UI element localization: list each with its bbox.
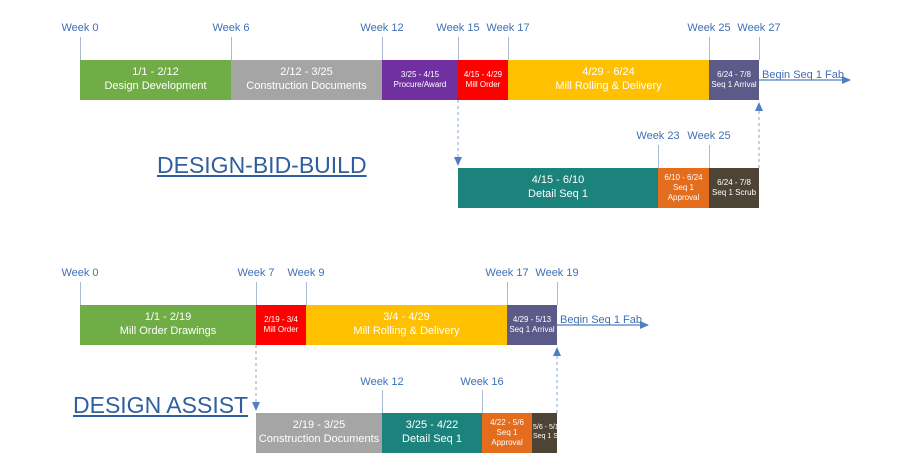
bar-mill-order-drawings: 1/1 - 2/19 Mill Order Drawings: [80, 305, 256, 345]
dbb-title: DESIGN-BID-BUILD: [157, 152, 367, 178]
bar-label: Design Development: [104, 80, 207, 92]
bar-label: Procure/Award: [393, 80, 447, 89]
bar-label: Mill Order: [465, 80, 501, 89]
bar-label: Seq 1 Arrival: [509, 325, 555, 334]
bar-seq1-approval: 6/10 - 6/24 Seq 1 Approval: [658, 168, 709, 208]
week-tick: [508, 37, 509, 60]
bar-label: Seq 1: [673, 183, 694, 192]
bar-dates: 3/25 - 4/15: [400, 70, 440, 79]
begin-fab-label: Begin Seq 1 Fab: [762, 69, 844, 81]
da-lower-week-label: Week 16: [460, 376, 504, 388]
bar-dates: 6/24 - 7/8: [717, 70, 751, 79]
bar-dates: 2/19 - 3/25: [292, 419, 346, 432]
week-tick: [557, 282, 558, 305]
bar-dates: 3/25 - 4/22: [405, 419, 459, 432]
da-week-label: Week 7: [237, 267, 275, 279]
bar-dates: 4/15 - 4/29: [463, 70, 503, 79]
bar-seq1-scrub: 6/24 - 7/8 Seq 1 Scrub: [709, 168, 759, 208]
bar-dates: 3/4 - 4/29: [383, 311, 430, 324]
bar-seq1-scrub: 5/6 - 5/13 Seq 1 Scrub: [532, 413, 557, 453]
bar-label: Mill Rolling & Delivery: [555, 80, 662, 92]
week-tick: [482, 390, 483, 413]
da-week-label: Week 19: [535, 267, 579, 279]
dbb-week-label: Week 6: [212, 22, 250, 34]
dbb-week-label: Week 12: [360, 22, 404, 34]
week-tick: [256, 282, 257, 305]
bar-design-development: 1/1 - 2/12 Design Development: [80, 60, 231, 100]
da-title: DESIGN ASSIST: [73, 392, 249, 418]
dbb-lower-week-label: Week 25: [687, 130, 731, 142]
dbb-week-label: Week 15: [436, 22, 480, 34]
bar-dates: 6/24 - 7/8: [717, 178, 751, 187]
week-tick: [458, 37, 459, 60]
bar-seq1-approval: 4/22 - 5/6 Seq 1 Approval: [482, 413, 532, 453]
bar-dates: 2/19 - 3/4: [264, 315, 298, 324]
week-tick: [382, 37, 383, 60]
week-tick: [306, 282, 307, 305]
bar-dates: 6/10 - 6/24: [664, 173, 703, 182]
da-lower-week-label: Week 12: [360, 376, 404, 388]
bar-label-line2: Approval: [667, 193, 700, 202]
week-tick: [382, 390, 383, 413]
week-tick: [80, 37, 81, 60]
bar-label: Seq 1 Scrub: [711, 188, 757, 197]
bar-label: Seq 1: [496, 428, 518, 437]
bar-label: Construction Documents: [258, 433, 380, 445]
bar-seq1-arrival: 6/24 - 7/8 Seq 1 Arrival: [709, 60, 759, 100]
dbb-week-label: Week 17: [486, 22, 530, 34]
bar-dates: 4/29 - 6/24: [582, 66, 635, 79]
da-week-label: Week 17: [485, 267, 529, 279]
bar-label: Seq 1 Scrub: [533, 433, 557, 440]
week-tick: [231, 37, 232, 60]
bar-label: Seq 1 Arrival: [711, 80, 757, 89]
bar-dates: 4/22 - 5/6: [490, 418, 524, 427]
bar-mill-rolling-delivery: 4/29 - 6/24 Mill Rolling & Delivery: [508, 60, 709, 100]
bar-dates: 4/15 - 6/10: [531, 174, 585, 187]
bar-seq1-arrival: 4/29 - 5/13 Seq 1 Arrival: [507, 305, 557, 345]
dbb-week-label: Week 0: [61, 22, 99, 34]
da-week-label: Week 9: [287, 267, 325, 279]
dbb-lower-week-label: Week 23: [636, 130, 680, 142]
bar-mill-order: 2/19 - 3/4 Mill Order: [256, 305, 306, 345]
bar-detail-seq1: 3/25 - 4/22 Detail Seq 1: [382, 413, 482, 453]
week-tick: [709, 37, 710, 60]
bar-label: Construction Documents: [246, 80, 367, 92]
bar-construction-documents: 2/12 - 3/25 Construction Documents: [231, 60, 382, 100]
week-tick: [759, 37, 760, 60]
week-tick: [80, 282, 81, 305]
bar-dates: 5/6 - 5/13: [533, 424, 557, 432]
bar-dates: 1/1 - 2/12: [132, 66, 179, 79]
bar-dates: 1/1 - 2/19: [144, 311, 192, 324]
bar-mill-order: 4/15 - 4/29 Mill Order: [458, 60, 508, 100]
week-tick: [507, 282, 508, 305]
bar-procure-award: 3/25 - 4/15 Procure/Award: [382, 60, 458, 100]
bar-construction-documents: 2/19 - 3/25 Construction Documents: [256, 413, 382, 453]
da-week-label: Week 0: [61, 267, 99, 279]
bar-label-line2: Approval: [491, 438, 523, 447]
bar-label: Detail Seq 1: [402, 433, 462, 445]
bar-detail-seq1: 4/15 - 6/10 Detail Seq 1: [458, 168, 658, 208]
bar-mill-rolling-delivery: 3/4 - 4/29 Mill Rolling & Delivery: [306, 305, 507, 345]
dbb-week-label: Week 25: [687, 22, 731, 34]
week-tick: [709, 145, 710, 168]
bar-label: Mill Order: [263, 325, 299, 334]
bar-dates: 2/12 - 3/25: [280, 66, 333, 79]
dbb-week-label: Week 27: [737, 22, 781, 34]
bar-label: Mill Rolling & Delivery: [353, 325, 460, 337]
bar-dates: 4/29 - 5/13: [512, 315, 552, 324]
begin-fab-label: Begin Seq 1 Fab: [560, 314, 642, 326]
bar-label: Mill Order Drawings: [119, 325, 217, 337]
bar-label: Detail Seq 1: [528, 188, 588, 200]
week-tick: [658, 145, 659, 168]
